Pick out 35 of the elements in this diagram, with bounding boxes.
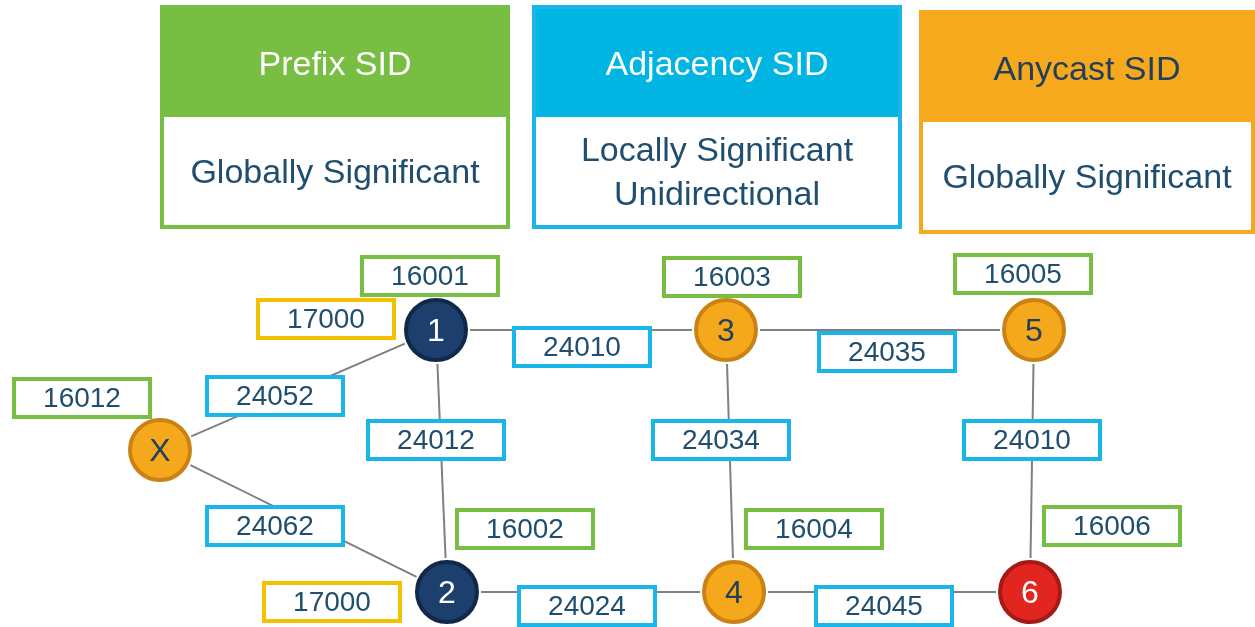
card-heading: Anycast SID — [923, 14, 1251, 122]
router-node: 5 — [1002, 298, 1066, 362]
edge-label: 24012 — [366, 419, 506, 461]
card-description: Locally Significant Unidirectional — [579, 128, 855, 214]
sid-label: 16002 — [455, 508, 595, 550]
edge-label: 24045 — [814, 585, 954, 627]
link-line — [759, 329, 1001, 331]
edge-label: 24035 — [817, 331, 957, 373]
sid-label: 16004 — [744, 508, 884, 550]
router-node: 6 — [998, 560, 1062, 624]
edge-label: 24052 — [205, 375, 345, 417]
sid-label: 16012 — [12, 377, 152, 419]
sid-label: 16003 — [662, 256, 802, 298]
card-description: Globally Significant — [941, 155, 1233, 197]
sid-label: 16005 — [953, 253, 1093, 295]
sid-label: 16006 — [1042, 505, 1182, 547]
edge-label: 24024 — [517, 585, 657, 627]
card-description: Globally Significant — [189, 150, 481, 192]
sid-type-card — [160, 5, 510, 229]
edge-label: 24010 — [512, 326, 652, 368]
sid-label: 16001 — [360, 255, 500, 297]
sid-type-card — [919, 10, 1255, 234]
router-node: 2 — [415, 560, 479, 624]
edge-label: 24062 — [205, 505, 345, 547]
card-heading: Adjacency SID — [536, 9, 898, 117]
router-node: 3 — [694, 298, 758, 362]
router-node: 1 — [404, 298, 468, 362]
router-node: X — [128, 418, 192, 482]
edge-label: 24034 — [651, 419, 791, 461]
sid-type-card — [532, 5, 902, 229]
sid-label: 17000 — [256, 298, 396, 340]
card-heading: Prefix SID — [164, 9, 506, 117]
sid-label: 17000 — [262, 581, 402, 623]
edge-label: 24010 — [962, 419, 1102, 461]
router-node: 4 — [702, 560, 766, 624]
